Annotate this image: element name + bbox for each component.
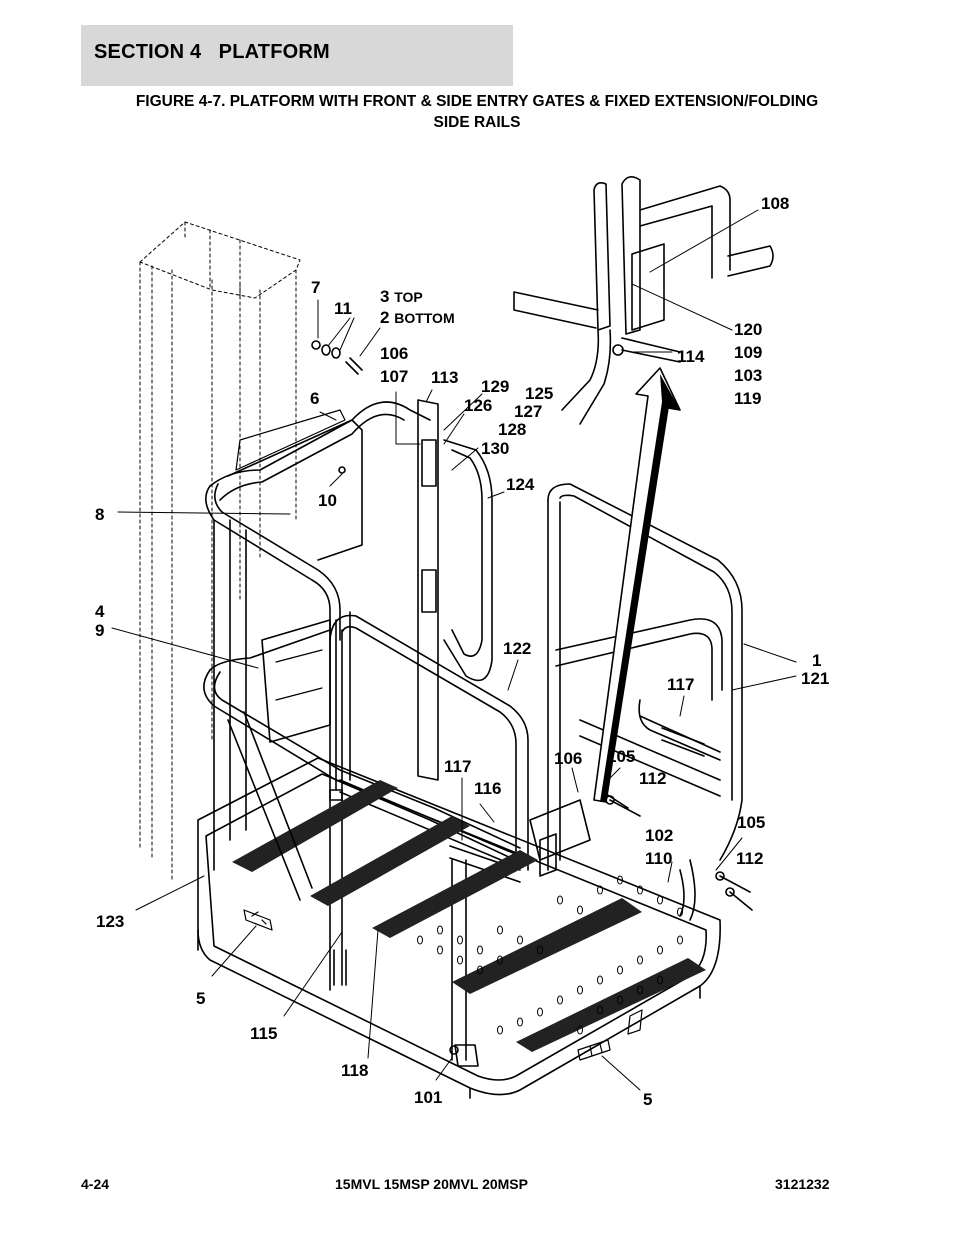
callout-126: 126 (464, 396, 493, 415)
footer-page-number: 4-24 (81, 1176, 110, 1192)
callout-115: 115 (250, 1024, 278, 1043)
side-extension-rails (547, 483, 743, 861)
callout-117-upper: 117 (667, 675, 695, 694)
callout-11: 11 (334, 299, 352, 318)
callout-129: 129 (481, 377, 510, 396)
callout-110: 110 (645, 849, 673, 868)
callout-6: 6 (310, 389, 320, 408)
callout-10: 10 (318, 491, 337, 510)
callout-120: 120 (734, 320, 763, 339)
callout-116: 116 (474, 779, 502, 798)
callout-108: 108 (761, 194, 790, 213)
footer-doc-number: 3121232 (775, 1176, 830, 1192)
figure-title: FIGURE 4-7. PLATFORM WITH FRONT & SIDE E… (60, 91, 894, 133)
callout-113: 113 (431, 368, 459, 387)
callout-125: 125 (525, 384, 554, 403)
callout-3-top: 3 TOP (380, 286, 423, 308)
platform-tray (197, 757, 721, 1096)
callout-106-lower: 106 (554, 749, 583, 768)
mast-phantom (139, 221, 301, 881)
callout-5-right: 5 (643, 1090, 653, 1109)
callout-2-sub: BOTTOM (394, 310, 455, 326)
callout-103: 103 (734, 366, 763, 385)
callout-128: 128 (498, 420, 527, 439)
callout-5-left: 5 (196, 989, 206, 1008)
rear-rail (205, 485, 331, 641)
callout-122: 122 (503, 639, 532, 658)
callout-7: 7 (311, 278, 321, 297)
side-gate (443, 439, 493, 682)
section-name: PLATFORM (218, 41, 330, 63)
callout-118: 118 (341, 1061, 369, 1080)
callout-1: 1 (812, 651, 822, 670)
callout-106: 106 (380, 344, 409, 363)
figure-title-line2: SIDE RAILS (433, 114, 521, 131)
callout-2-bottom: 2 BOTTOM (380, 307, 455, 329)
callout-3: 3 (380, 287, 390, 306)
callout-123: 123 (96, 912, 125, 931)
callout-109: 109 (734, 343, 763, 362)
callout-119: 119 (734, 389, 762, 408)
callout-102: 102 (645, 826, 674, 845)
leader-lines (111, 209, 797, 1091)
callout-114: 114 (677, 347, 705, 366)
mounting-plate (227, 419, 363, 561)
hinge-detail-inset (513, 176, 774, 425)
callout-121: 121 (801, 669, 830, 688)
callout-112-lower: 112 (736, 849, 764, 868)
section-label: SECTION 4 (94, 41, 202, 63)
callout-101: 101 (414, 1088, 443, 1107)
floor-stripes (232, 780, 706, 1052)
callout-3-sub: TOP (394, 289, 423, 305)
callout-124: 124 (506, 475, 535, 494)
callout-112-upper: 112 (639, 769, 667, 788)
callout-107: 107 (380, 367, 409, 386)
callout-127: 127 (514, 402, 543, 421)
callout-120-109-103-119: 120 109 103 119 (734, 318, 762, 410)
callout-117-lower: 117 (444, 757, 472, 776)
section-title: SECTION 4 PLATFORM (94, 41, 330, 64)
callout-4: 4 (95, 602, 105, 621)
callout-105-lower: 105 (737, 813, 766, 832)
callout-130: 130 (481, 439, 510, 458)
footer-models: 15MVL 15MSP 20MVL 20MSP (335, 1176, 528, 1192)
callout-8: 8 (95, 505, 105, 524)
section-header: SECTION 4 PLATFORM (81, 25, 513, 86)
figure-title-line1: FIGURE 4-7. PLATFORM WITH FRONT & SIDE E… (135, 93, 819, 110)
callout-9: 9 (95, 621, 105, 640)
callout-105-upper: 105 (607, 747, 636, 766)
callout-2: 2 (380, 308, 390, 327)
